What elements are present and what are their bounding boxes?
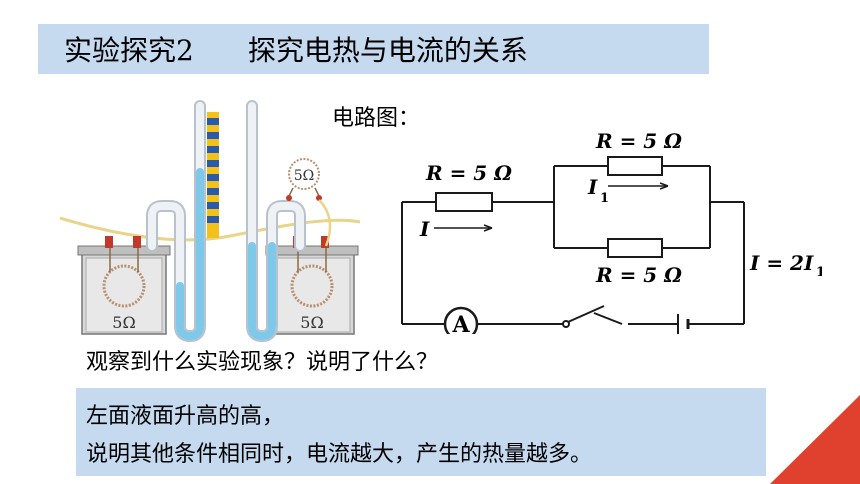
i-branch-subscript: 1 (600, 191, 609, 206)
right-resistor-label: 5Ω (300, 313, 323, 332)
answer-box: 左面液面升高的高， 说明其他条件相同时，电流越大，产生的热量越多。 (76, 388, 766, 476)
answer-line-2: 说明其他条件相同时，电流越大，产生的热量越多。 (86, 442, 593, 467)
ammeter (443, 306, 479, 334)
question-text: 观察到什么实验现象？说明了什么？ (86, 350, 439, 375)
left-container: 5Ω (77, 236, 171, 335)
r-left-label: R = 5 Ω (425, 161, 512, 185)
left-resistor-label: 5Ω (112, 313, 135, 332)
r-top-label: R = 5 Ω (595, 129, 682, 153)
i-branch-label: I (587, 175, 598, 199)
i-main-label: I (419, 217, 430, 241)
topic-title: 探究电热与电流的关系 (247, 34, 528, 67)
corner-decoration (770, 395, 860, 484)
scale-ruler (207, 112, 219, 238)
ammeter-label: A (451, 312, 470, 334)
resistor-top (607, 156, 663, 176)
u-tube (146, 100, 306, 343)
resistor-bottom (607, 238, 663, 258)
title-bar: 实验探究2 探究电热与电流的关系 (38, 24, 709, 74)
circuit-diagram-label: 电路图： (332, 106, 421, 131)
i-relation-subscript: 1 (816, 265, 822, 280)
apparatus-illustration: 5Ω 5Ω 5Ω (60, 100, 360, 343)
answer-line-1: 左面液面升高的高， (86, 404, 285, 429)
top-resistor: 5Ω (286, 158, 332, 247)
r-bottom-label: R = 5 Ω (595, 263, 682, 287)
right-container: 5Ω (265, 236, 359, 335)
top-resistor-label: 5Ω (294, 168, 315, 184)
i-relation-label: I = 2I (749, 251, 814, 275)
experiment-label: 实验探究2 (64, 34, 194, 67)
circuit-diagram: A R = 5 Ω R = 5 Ω R = 5 Ω I I 1 I = 2I 1 (401, 129, 822, 334)
resistor-left (435, 192, 493, 212)
